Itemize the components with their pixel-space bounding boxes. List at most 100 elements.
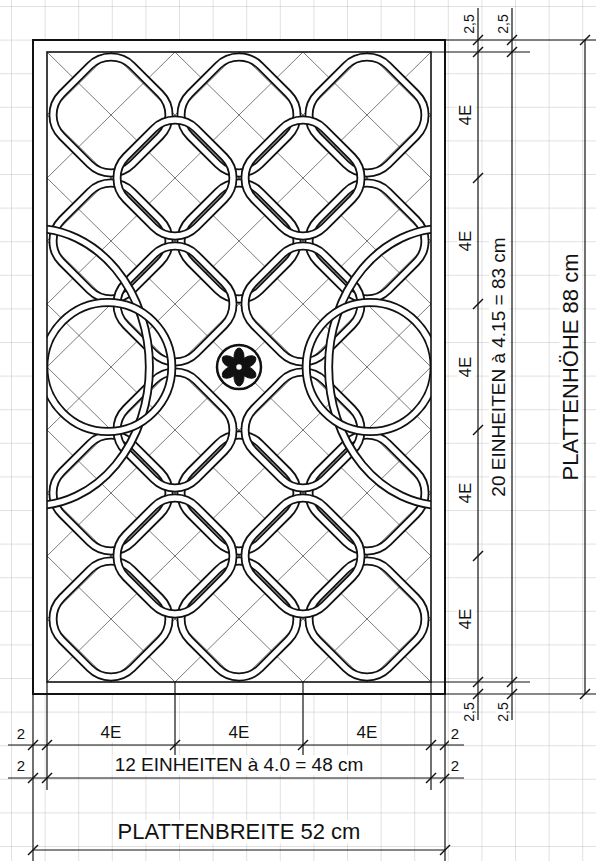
unit-count: 4E [99,724,124,742]
panel-height: PLATTENHÖHE 88 cm [559,252,582,483]
knot-loop [297,423,431,564]
knot-band [169,171,310,312]
dimension-value: 2,5 [496,700,511,723]
construction-line [47,52,431,682]
knot-band [297,423,431,564]
knot-loop [306,302,431,431]
knot-loop [169,171,310,312]
construction-line [47,52,431,682]
extension-line [46,682,47,790]
knot-band [169,549,310,682]
unit-count: 4E [457,355,475,380]
dimension-line [511,8,512,720]
dimension-tick [28,740,38,750]
construction-line [47,52,431,682]
construction-line [47,52,431,682]
knot-loop [233,486,374,627]
construction-line [47,52,431,682]
knot-band [47,423,181,564]
knot-loop [329,228,431,505]
dimension-tick [440,845,450,855]
construction-line [47,52,431,682]
rosette-centre [236,364,243,371]
knot-loop [169,423,310,564]
construction-line [47,52,431,682]
dimension-value: 2,5 [462,12,477,35]
knot-band [47,302,172,431]
rosette-ring [217,345,261,389]
construction-line [47,52,431,682]
construction-line [47,52,431,682]
construction-line [47,52,431,682]
construction-line [47,52,431,682]
knot-band [169,52,310,185]
construction-line [47,52,431,682]
dimension-tick [473,677,483,687]
construction-line [47,52,431,682]
dimension-tick [473,299,483,309]
knot-band [105,108,246,249]
dimension-lines [8,8,596,861]
construction-line [47,52,431,682]
dimension-tick [28,845,38,855]
knot-band [306,302,431,431]
panel-outline [33,40,445,694]
dimension-tick [426,773,436,783]
height-units: 20 EINHEITEN à 4.15 = 83 cm [489,235,509,498]
dimension-tick [473,689,483,699]
knot-band [47,228,149,505]
construction-line [47,52,431,682]
knot-band [233,108,374,249]
dimension-line [584,40,585,694]
dimension-value: 2 [15,726,27,742]
construction-line [47,52,431,682]
dimension-tick [507,677,517,687]
construction-line [47,52,431,682]
dimension-tick [580,35,590,45]
construction-line [47,52,431,682]
dimension-line [8,744,464,745]
knot-band [169,171,310,312]
construction-line [47,52,431,682]
knot-band [105,486,246,627]
knot-loop [233,108,374,249]
unit-count: 4E [457,103,475,128]
dimension-line [33,849,445,850]
knot-loop [105,108,246,249]
construction-line [47,52,431,682]
knot-band [105,486,246,627]
construction-line [47,52,431,682]
construction-line [47,52,431,682]
construction-line [47,52,431,682]
unit-count: 4E [457,481,475,506]
knot-band [105,108,246,249]
dimension-tick [473,35,483,45]
dimension-tick [507,689,517,699]
dimension-tick [42,773,52,783]
knot-band [297,171,431,312]
construction-line [47,52,431,682]
construction-line [47,52,431,682]
construction-line [47,52,431,682]
knot-band [169,423,310,564]
construction-line [47,52,431,682]
extension-line [430,682,431,790]
unit-count: 4E [227,724,252,742]
dimension-tick [473,551,483,561]
construction-line [111,52,431,682]
unit-count: 4E [355,724,380,742]
dimension-value: 2,5 [462,700,477,723]
construction-line [47,52,431,682]
construction-line [47,52,431,682]
knot-pattern [47,52,431,682]
unit-count: 4E [457,229,475,254]
dimension-line [477,8,478,720]
dimension-value: 2 [15,758,27,774]
extension-line [431,51,530,52]
construction-line [47,52,431,682]
extension-line [431,681,530,682]
construction-line [47,52,431,682]
construction-line [47,52,431,682]
construction-line [47,52,431,682]
